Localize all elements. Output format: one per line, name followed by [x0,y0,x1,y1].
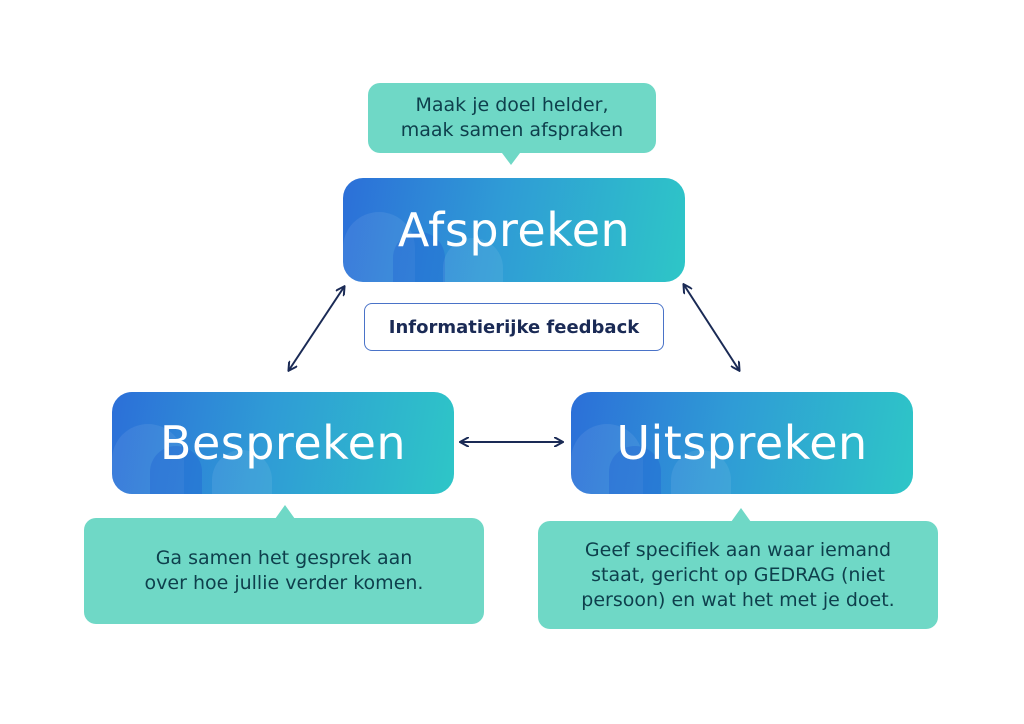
bespreken-bubble-text: Ga samen het gesprek aan over hoe jullie… [144,547,424,594]
bespreken-bubble-tail [275,505,295,519]
uitspreken-node: Uitspreken [571,392,913,494]
uitspreken-bubble-tail [731,508,751,522]
center-label-text: Informatierijke feedback [388,316,640,338]
afspreken-label: Afspreken [397,203,631,257]
box-decoration [343,212,503,282]
arrow-afspreken-bespreken [289,287,344,370]
bespreken-label: Bespreken [159,416,407,470]
afspreken-bubble-text: Maak je doel helder, maak samen afsprake… [400,94,624,141]
uitspreken-label: Uitspreken [616,416,868,470]
bespreken-node: Bespreken [112,392,454,494]
box-decoration [571,424,731,494]
afspreken-bubble-tail [502,153,520,165]
arrow-afspreken-uitspreken [684,285,739,370]
uitspreken-bubble-text: Geef specifiek aan waar iemand staat, ge… [581,538,895,611]
afspreken-node: Afspreken [343,178,685,282]
uitspreken-bubble: Geef specifiek aan waar iemand staat, ge… [538,521,938,629]
center-label: Informatierijke feedback [364,303,664,351]
bespreken-bubble: Ga samen het gesprek aan over hoe jullie… [84,518,484,624]
box-decoration [112,424,272,494]
afspreken-bubble: Maak je doel helder, maak samen afsprake… [368,83,656,153]
